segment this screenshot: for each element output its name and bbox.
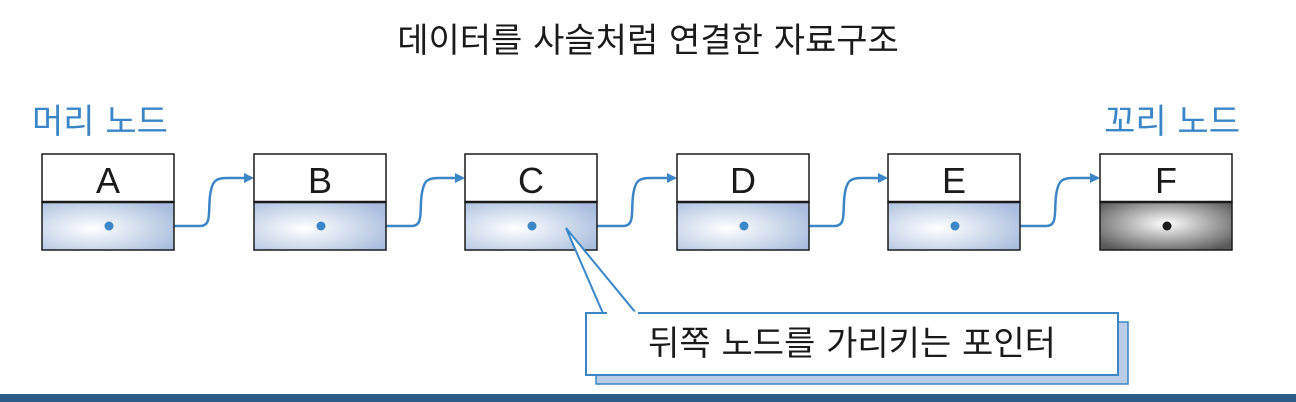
node-data-cell bbox=[887, 153, 1021, 203]
node-e: E bbox=[887, 153, 1021, 251]
bottom-bar bbox=[0, 394, 1296, 402]
pointer-dot bbox=[527, 221, 537, 231]
pointer-dot bbox=[739, 221, 749, 231]
node-label: E bbox=[942, 160, 966, 201]
next-pointer-arrow bbox=[955, 173, 1100, 228]
diagram-title: 데이터를 사슬처럼 연결한 자료구조 bbox=[397, 21, 899, 61]
node-c: C bbox=[464, 153, 598, 251]
callout-text: 뒤쪽 노드를 가리키는 포인터 bbox=[648, 324, 1056, 364]
node-data-cell bbox=[41, 153, 175, 203]
pointer-dot bbox=[950, 221, 960, 231]
node-label: F bbox=[1155, 160, 1177, 201]
node-f: F bbox=[1099, 153, 1233, 251]
next-pointer-arrow bbox=[744, 173, 888, 228]
head-node-label: 머리 노드 bbox=[32, 102, 168, 142]
node-label: D bbox=[730, 160, 756, 201]
node-a: A bbox=[41, 153, 175, 251]
node-d: D bbox=[676, 153, 810, 251]
node-layer: A B C D E F bbox=[41, 153, 1233, 251]
pointer-dot bbox=[316, 221, 326, 231]
connector-layer bbox=[109, 173, 1100, 228]
node-b: B bbox=[253, 153, 387, 251]
null-pointer-dot bbox=[1162, 221, 1172, 231]
next-pointer-arrow bbox=[532, 173, 677, 228]
next-pointer-arrow bbox=[321, 173, 465, 228]
node-data-cell bbox=[676, 153, 810, 203]
node-label: C bbox=[518, 160, 544, 201]
callout-tail bbox=[565, 227, 643, 319]
next-pointer-arrow bbox=[109, 173, 254, 228]
node-data-cell bbox=[253, 153, 387, 203]
node-label: A bbox=[96, 160, 120, 201]
node-data-cell bbox=[464, 153, 598, 203]
node-label: B bbox=[308, 160, 332, 201]
callout-box bbox=[585, 312, 1119, 376]
tail-node-label: 꼬리 노드 bbox=[1104, 102, 1240, 142]
pointer-dot bbox=[104, 221, 114, 231]
pointer-callout: 뒤쪽 노드를 가리키는 포인터 bbox=[565, 227, 1129, 385]
